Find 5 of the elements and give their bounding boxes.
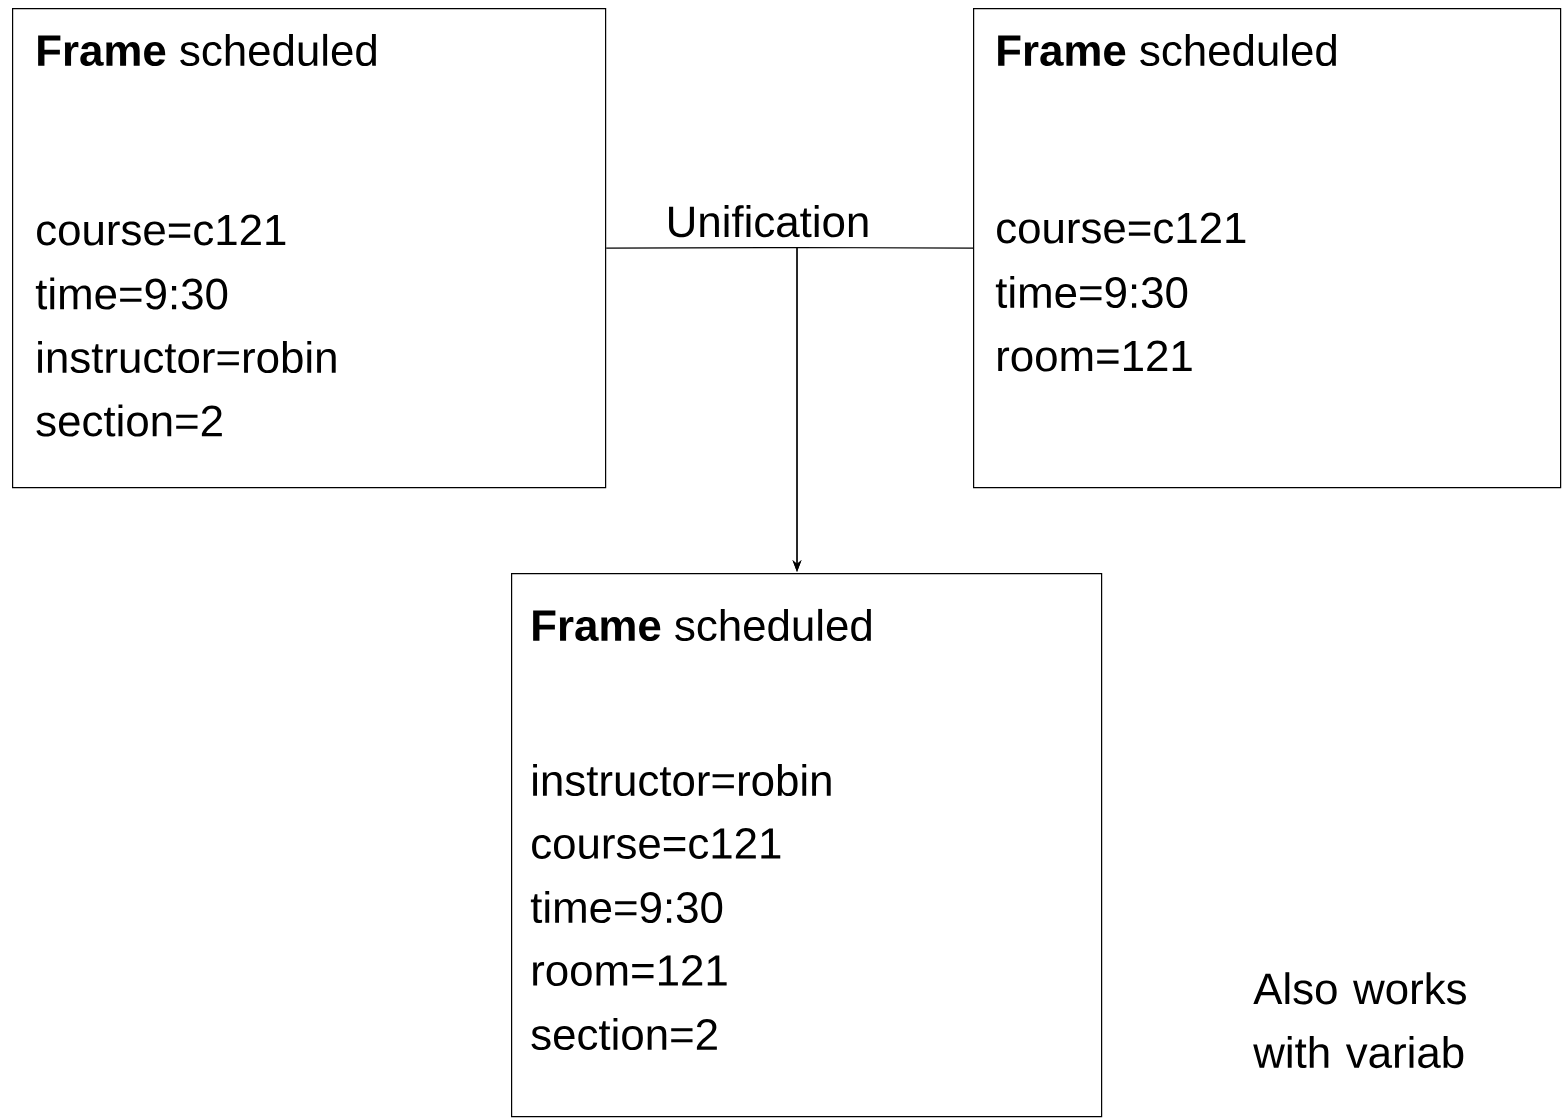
- frame-box: Frame scheduled course=c121 time=9:30 instructor=robin section=2: [12, 8, 607, 489]
- note-text: Also works with variab: [1253, 972, 1466, 1069]
- frame-box: Frame scheduled course=c121 time=9:30 room=121: [973, 8, 1562, 489]
- edge-label: Unification: [663, 203, 873, 240]
- frame-box: Frame scheduled instructor=robin course=c121 time=9:30 room=121 section=2: [511, 573, 1103, 1118]
